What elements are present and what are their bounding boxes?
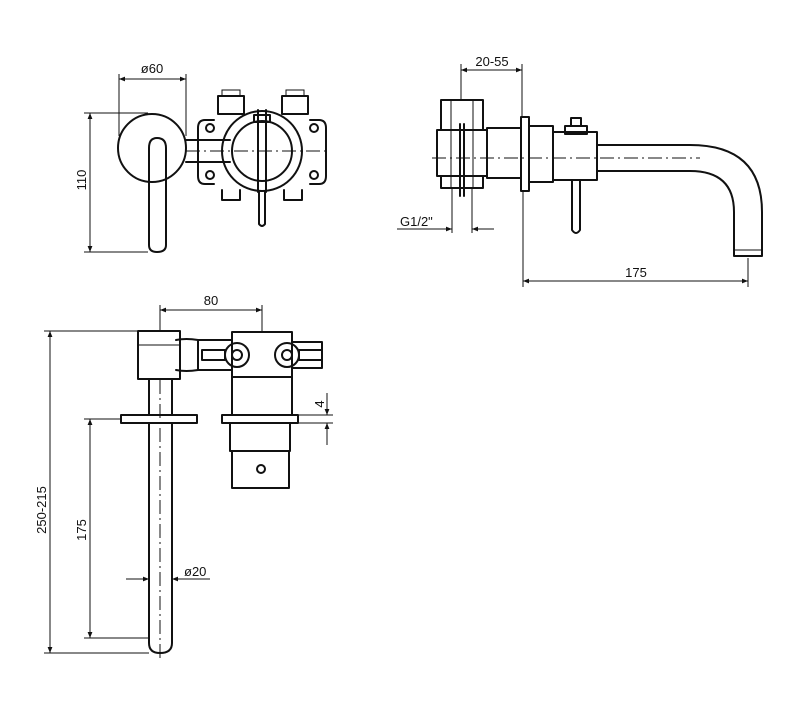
dim-front-flange: 4 [312,400,327,407]
dim-side-depth: 20-55 [475,54,508,69]
dim-top-height: 110 [74,170,89,191]
side-view: 20-55 G1/2" 175 [397,54,763,287]
front-view: 80 4 250-215 175 ø20 [34,293,333,660]
dim-front-width: 80 [204,293,218,308]
dim-front-spout-length: 175 [74,519,89,541]
dim-side-thread: G1/2" [400,214,433,229]
dim-front-spout-diameter: ø20 [184,564,206,579]
dim-front-total-height: 250-215 [34,486,49,534]
dim-side-reach: 175 [625,265,647,280]
top-view: ø60 110 [74,61,330,253]
dim-top-diameter: ø60 [141,61,163,76]
